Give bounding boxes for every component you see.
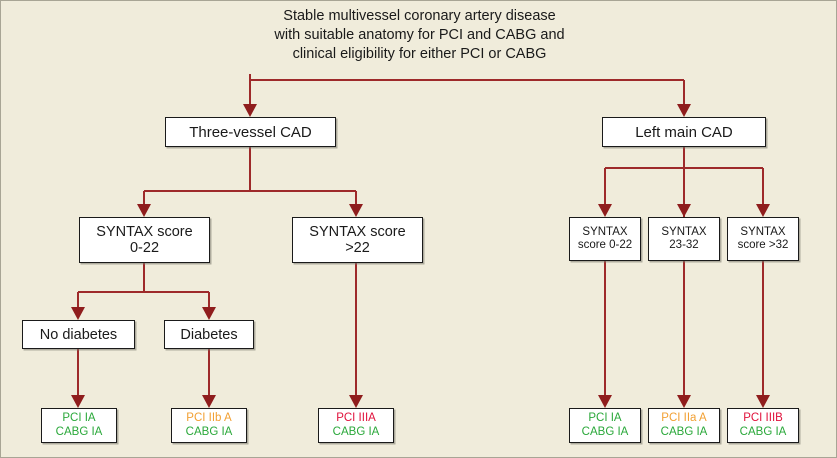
outcome-left-syntax-high[interactable]: PCI IIIA CABG IA — [318, 408, 394, 443]
outcome-right-syntax-mid[interactable]: PCI IIa A CABG IA — [648, 408, 720, 443]
node-no-diabetes[interactable]: No diabetes — [22, 320, 135, 349]
outcome-right-syntax-mid-pci: PCI IIa A — [661, 412, 707, 424]
node-left-main-cad[interactable]: Left main CAD — [602, 117, 766, 147]
node-syntax-right-high-line2: score >32 — [737, 239, 789, 251]
node-syntax-left-low-line1: SYNTAX score — [96, 224, 193, 240]
node-syntax-score-over-32-right[interactable]: SYNTAX score >32 — [727, 217, 799, 261]
node-three-vessel-cad[interactable]: Three-vessel CAD — [165, 117, 336, 147]
node-syntax-score-0-22-right[interactable]: SYNTAX score 0-22 — [569, 217, 641, 261]
outcome-right-syntax-low[interactable]: PCI IA CABG IA — [569, 408, 641, 443]
node-three-vessel-cad-label: Three-vessel CAD — [189, 123, 312, 141]
node-syntax-score-over-22-left[interactable]: SYNTAX score >22 — [292, 217, 423, 263]
node-syntax-right-high-line1: SYNTAX — [740, 226, 786, 238]
page-title: Stable multivessel coronary artery disea… — [274, 8, 565, 62]
outcome-right-syntax-high-pci: PCI IIIB — [743, 412, 783, 424]
node-syntax-right-mid-line2: 23-32 — [669, 239, 699, 251]
node-syntax-left-high-line2: >22 — [345, 240, 370, 256]
outcome-right-syntax-high-cabg: CABG IA — [739, 425, 787, 438]
node-syntax-left-high-line1: SYNTAX score — [309, 224, 406, 240]
node-left-main-cad-label: Left main CAD — [635, 123, 733, 141]
node-diabetes-label: Diabetes — [180, 326, 238, 343]
outcome-right-syntax-high[interactable]: PCI IIIB CABG IA — [727, 408, 799, 443]
node-syntax-right-low-line2: score 0-22 — [577, 239, 633, 251]
node-syntax-score-23-32-right[interactable]: SYNTAX 23-32 — [648, 217, 720, 261]
outcome-left-diabetes-cabg: CABG IA — [185, 425, 233, 438]
node-syntax-left-low-line2: 0-22 — [129, 240, 160, 256]
outcome-left-diabetes-pci: PCI IIb A — [186, 412, 232, 424]
outcome-right-syntax-low-pci: PCI IA — [588, 412, 622, 424]
outcome-left-no-diabetes-cabg: CABG IA — [55, 425, 103, 438]
outcome-left-diabetes[interactable]: PCI IIb A CABG IA — [171, 408, 247, 443]
node-diabetes[interactable]: Diabetes — [164, 320, 254, 349]
outcome-left-no-diabetes-pci: PCI IA — [62, 412, 96, 424]
outcome-left-syntax-high-pci: PCI IIIA — [336, 412, 376, 424]
node-syntax-right-mid-line1: SYNTAX — [661, 226, 707, 238]
outcome-right-syntax-mid-cabg: CABG IA — [660, 425, 708, 438]
outcome-left-syntax-high-cabg: CABG IA — [332, 425, 380, 438]
node-syntax-right-low-line1: SYNTAX — [582, 226, 628, 238]
outcome-left-no-diabetes[interactable]: PCI IA CABG IA — [41, 408, 117, 443]
outcome-right-syntax-low-cabg: CABG IA — [581, 425, 629, 438]
node-syntax-score-0-22-left[interactable]: SYNTAX score 0-22 — [79, 217, 210, 263]
node-no-diabetes-label: No diabetes — [39, 326, 118, 343]
